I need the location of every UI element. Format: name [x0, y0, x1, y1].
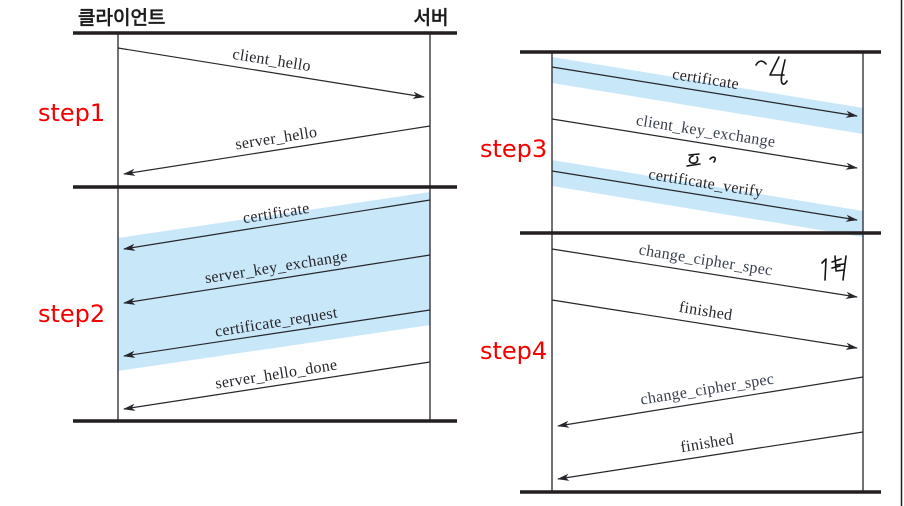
message-arrow-finished-sc	[557, 431, 864, 481]
message-label-change-cipher-spec-sc: change_cipher_spec	[639, 371, 775, 409]
message-label-server-hello-done: server_hello_done	[214, 357, 338, 393]
message-arrow-server-hello	[123, 125, 431, 176]
message-arrow-certificate-s2	[123, 199, 431, 251]
actor-label-server: 서버	[414, 7, 449, 29]
highlight-band-step2	[118, 192, 430, 371]
message-label-client-hello: client_hello	[231, 46, 312, 75]
step2-label: step2	[38, 300, 105, 328]
message-arrow-server-hello-done	[123, 361, 431, 411]
step1-label: step1	[38, 99, 105, 127]
highlight-band-step3-certificate-verify	[552, 160, 863, 237]
message-label-change-cipher-spec-cs: change_cipher_spec	[638, 242, 774, 280]
handshake-diagram-left-panel: 클라이언트 서버 step1 step2 client_hello server…	[38, 7, 457, 423]
message-arrow-server-key-exchange	[123, 254, 431, 305]
message-arrow-certificate-request	[123, 309, 431, 358]
message-arrow-certificate-s3	[551, 66, 858, 118]
message-label-client-key-exchange: client_key_exchange	[635, 112, 777, 151]
handwritten-note-step4	[821, 255, 847, 281]
actor-label-client: 클라이언트	[78, 7, 165, 29]
message-label-server-hello: server_hello	[234, 124, 318, 154]
message-arrow-client-hello	[117, 47, 425, 99]
handshake-diagram-right-panel: step3 step4 certificate client_key_excha…	[480, 0, 903, 506]
message-arrow-change-cipher-spec-cs	[551, 248, 858, 299]
step4-label: step4	[480, 337, 547, 365]
handwritten-note-step3-certificate	[755, 56, 788, 85]
highlight-band-step3-certificate	[552, 57, 863, 134]
message-label-finished-cs: finished	[678, 299, 734, 324]
message-arrow-client-key-exchange	[551, 118, 858, 170]
step3-label: step3	[480, 135, 547, 163]
message-arrow-change-cipher-spec-sc	[557, 376, 864, 428]
message-arrow-certificate-verify	[551, 170, 858, 222]
message-arrow-finished-cs	[551, 299, 858, 350]
handwritten-note-certificate-verify	[686, 153, 716, 167]
